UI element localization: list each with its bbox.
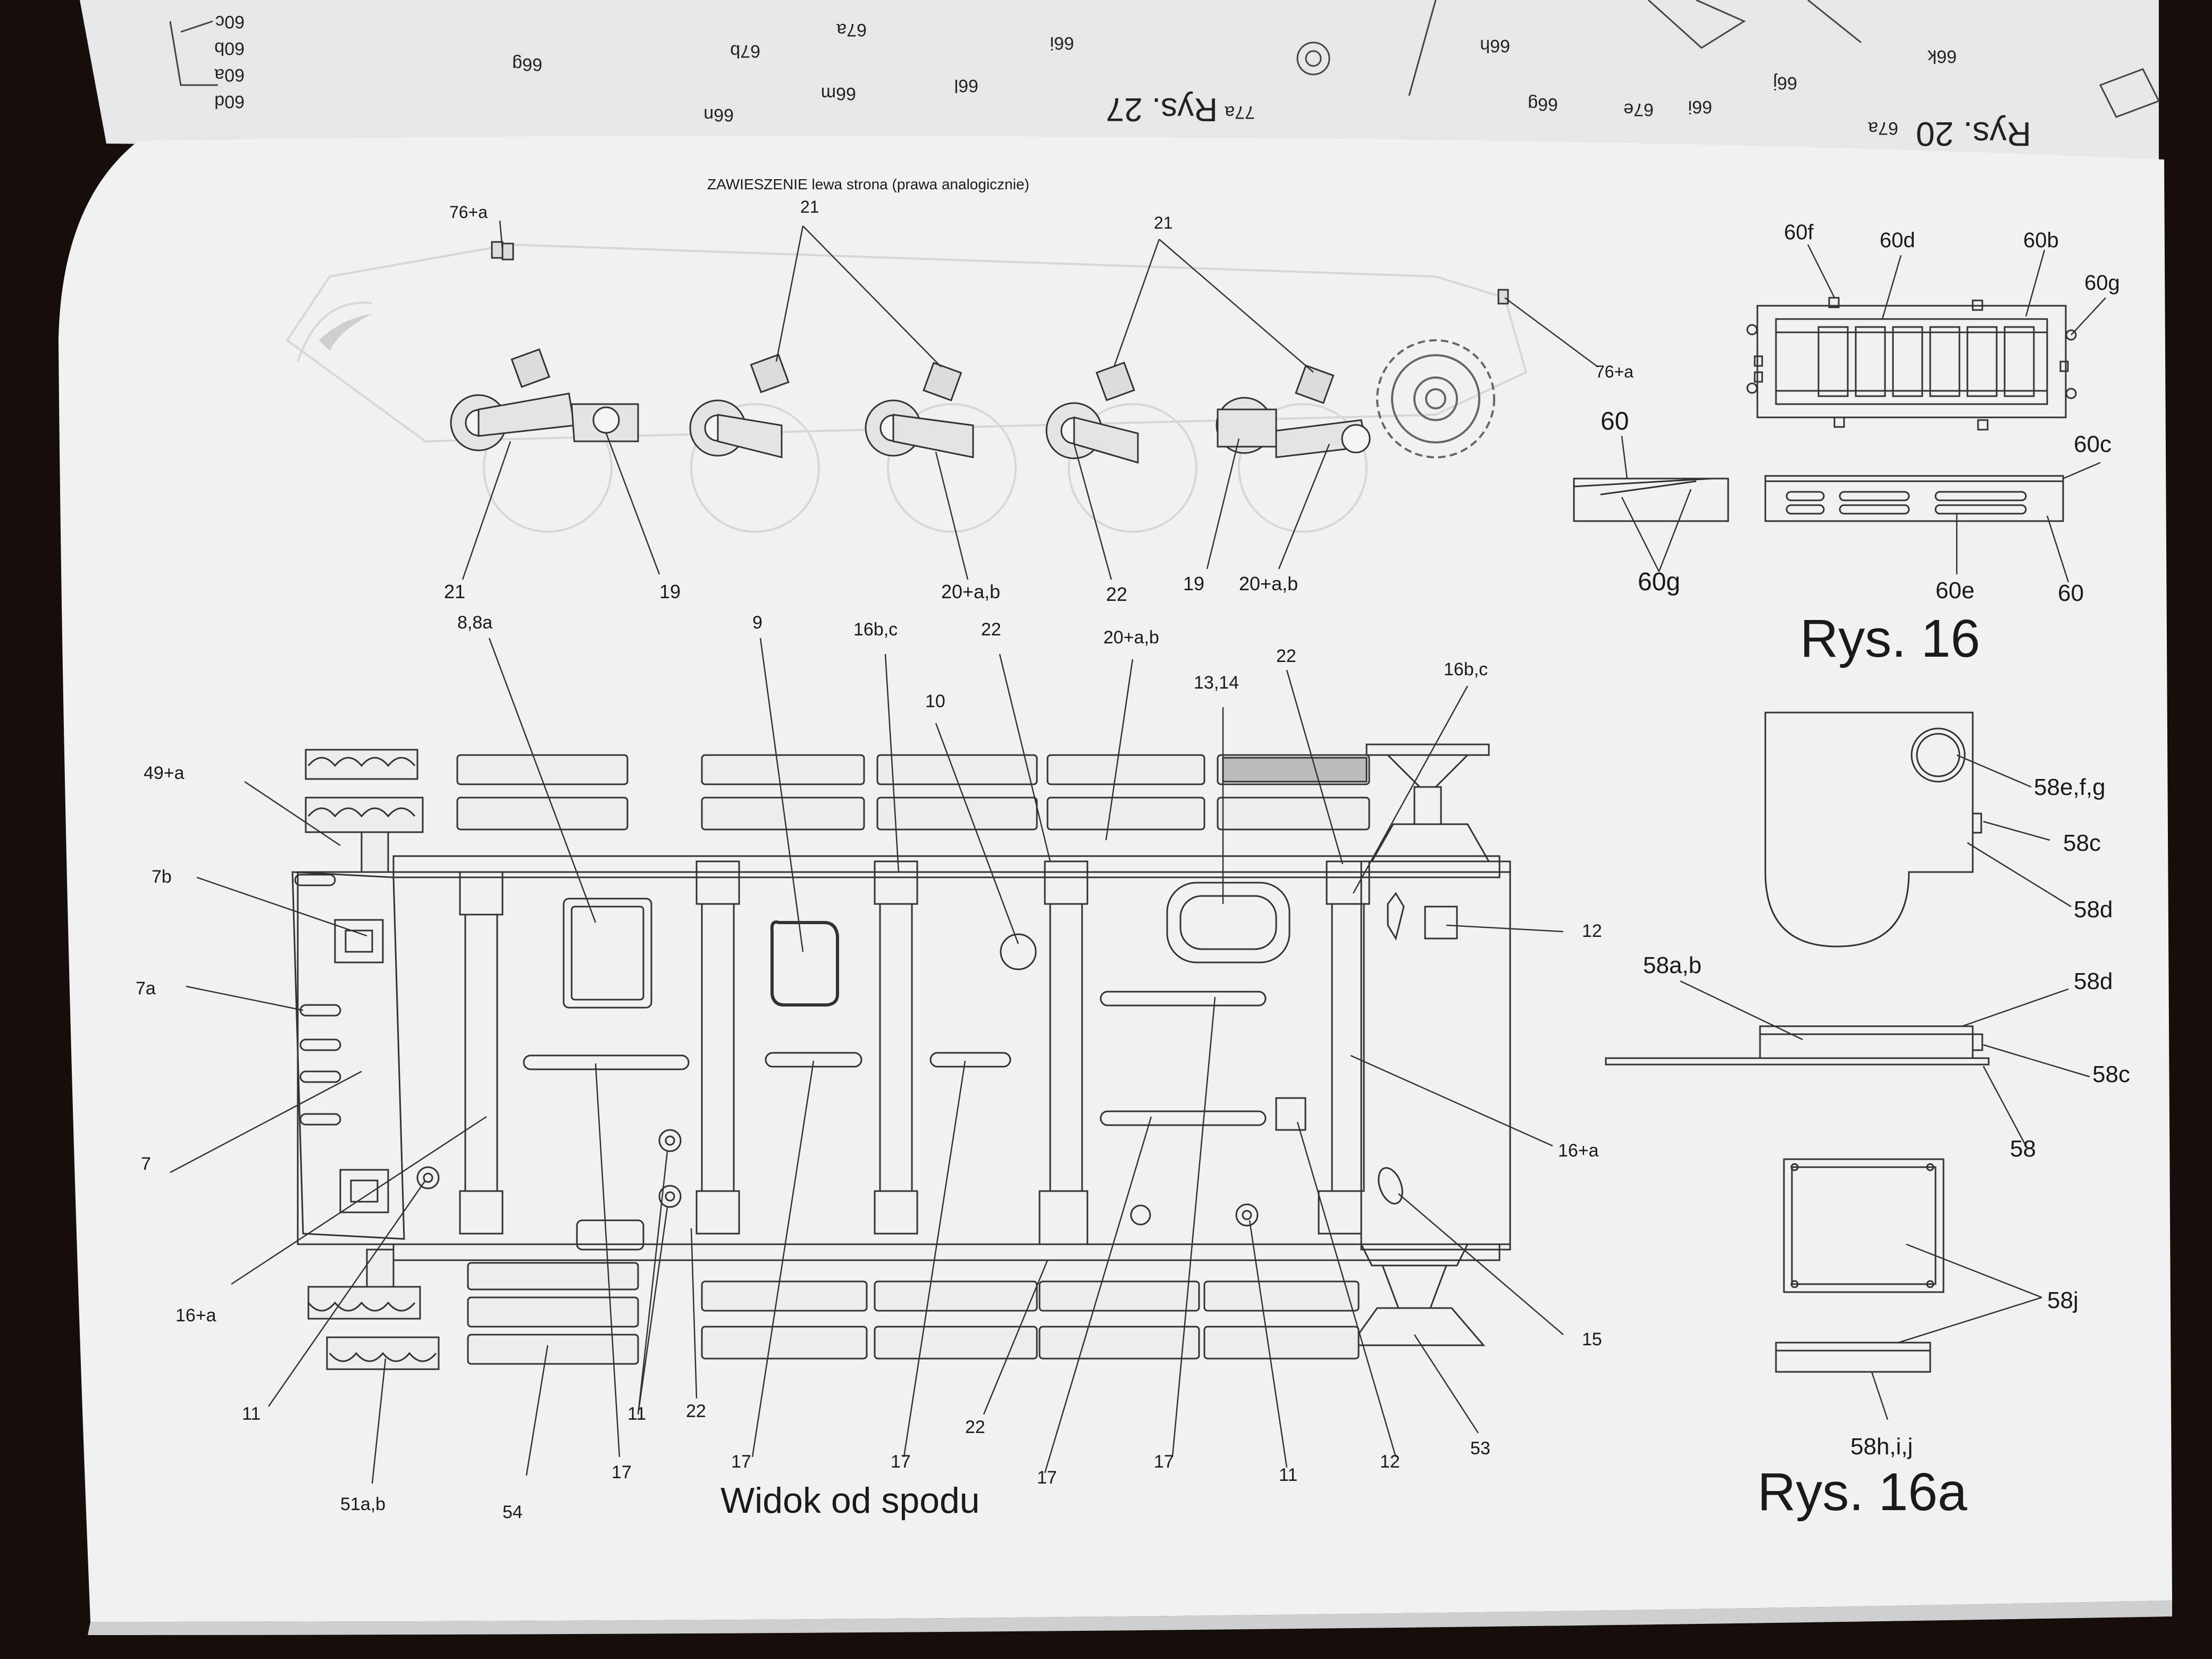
top-label: 67a — [836, 20, 867, 40]
label-16bc: 16b,c — [1444, 659, 1488, 680]
spring-blocks — [491, 241, 1509, 404]
label-51ab: 51a,b — [340, 1494, 386, 1514]
label-19: 19 — [1183, 573, 1204, 594]
top-label: 77a — [1225, 102, 1255, 122]
label-7b: 7b — [152, 867, 172, 887]
top-label: 66n — [703, 105, 734, 125]
drive-sprocket — [1376, 339, 1495, 458]
top-label: 66l — [954, 76, 978, 96]
label-17: 17 — [1154, 1452, 1174, 1472]
label-53: 53 — [1470, 1438, 1490, 1459]
top-label: 60b — [214, 38, 245, 58]
label-7a: 7a — [136, 978, 156, 999]
label-21: 21 — [800, 197, 819, 216]
top-figure-title: Rys. 27 — [1106, 91, 1218, 128]
label-22: 22 — [686, 1401, 706, 1421]
label-17: 17 — [1037, 1468, 1057, 1488]
label-15: 15 — [1582, 1329, 1602, 1350]
photo-timestamp: 2022/11/03 18:17 — [984, 1546, 1205, 1578]
label-76a: 76+a — [1595, 362, 1633, 381]
top-label: 60a — [214, 65, 245, 85]
label-60g: 60g — [1638, 568, 1680, 596]
label-16bc: 16b,c — [853, 619, 898, 640]
label-17: 17 — [611, 1462, 632, 1482]
label-22: 22 — [1276, 646, 1296, 666]
label-60f: 60f — [1784, 221, 1814, 244]
label-17: 17 — [891, 1452, 911, 1472]
top-page-content: 60d 60a 60b 60c 66g 67b 67a 66m 66n 66i … — [169, 0, 2160, 153]
top-label: 66g — [512, 54, 542, 74]
label-60c: 60c — [2074, 431, 2112, 457]
label-19: 19 — [659, 581, 681, 602]
rys-16-title: Rys. 16 — [1800, 609, 1980, 668]
label-49a: 49+a — [144, 763, 185, 783]
top-label: 66j — [1773, 73, 1797, 93]
top-label: 66h — [1480, 36, 1510, 56]
top-label: 60c — [215, 12, 245, 32]
figure-rys-16: 60f 60d 60b 60g 60 60c 60g 60e 60 Rys. 1… — [1573, 221, 2120, 668]
label-76a: 76+a — [449, 203, 488, 222]
label-58hij: 58h,i,j — [1850, 1434, 1913, 1460]
label-10: 10 — [925, 691, 945, 711]
suspension-title: ZAWIESZENIE lewa strona (prawa analogicz… — [707, 176, 1029, 192]
label-22: 22 — [965, 1417, 985, 1437]
label-11: 11 — [242, 1404, 261, 1424]
suspension-arms — [450, 392, 1371, 464]
label-58efg: 58e,f,g — [2034, 774, 2106, 800]
label-22: 22 — [1106, 583, 1127, 605]
label-58c: 58c — [2092, 1061, 2130, 1087]
top-label: 67a — [1868, 118, 1898, 138]
top-label: 67e — [1623, 99, 1654, 120]
label-8-8a: 8,8a — [457, 613, 492, 633]
label-7: 7 — [141, 1154, 151, 1174]
label-21: 21 — [1154, 213, 1173, 232]
label-60: 60 — [2058, 580, 2084, 606]
suspension-diagram: ZAWIESZENIE lewa strona (prawa analogicz… — [286, 176, 1633, 605]
label-21: 21 — [444, 581, 465, 602]
bottom-view-caption: Widok od spodu — [720, 1480, 980, 1521]
label-16a: 16+a — [175, 1305, 216, 1326]
label-60e: 60e — [1936, 577, 1974, 604]
label-58c: 58c — [2063, 830, 2101, 856]
top-label: 66g — [1528, 94, 1558, 114]
label-12: 12 — [1582, 921, 1602, 941]
top-label: 60d — [214, 91, 245, 112]
label-58j: 58j — [2047, 1287, 2079, 1313]
label-58d: 58d — [2074, 896, 2113, 923]
label-13-14: 13,14 — [1194, 673, 1239, 693]
label-12: 12 — [1380, 1452, 1400, 1472]
figure-rys-16a: 58e,f,g 58c 58d 58a,b 58d 58c 58 58j 58h… — [1605, 711, 2130, 1522]
label-60d: 60d — [1880, 229, 1915, 252]
top-label: 66m — [821, 83, 856, 104]
top-label: 66i — [1688, 97, 1712, 117]
label-58: 58 — [2010, 1136, 2036, 1162]
top-label: 66i — [1050, 33, 1074, 53]
top-page — [80, 0, 2159, 175]
label-60g: 60g — [2084, 271, 2120, 295]
label-11: 11 — [1279, 1465, 1297, 1485]
label-9: 9 — [752, 613, 763, 633]
road-wheels — [305, 749, 1370, 1370]
bottom-view-diagram: 8,8a 9 16b,c 22 20+a,b 10 13,14 22 16b,c… — [136, 613, 1602, 1522]
label-60b: 60b — [2023, 229, 2059, 252]
label-20ab: 20+a,b — [1103, 627, 1159, 648]
label-60: 60 — [1601, 407, 1629, 435]
label-20ab: 20+a,b — [941, 581, 1000, 602]
label-20ab: 20+a,b — [1239, 573, 1298, 594]
label-54: 54 — [502, 1502, 523, 1522]
top-label: 67b — [730, 41, 760, 61]
label-17: 17 — [731, 1452, 751, 1472]
label-58d: 58d — [2074, 968, 2113, 994]
label-58ab: 58a,b — [1643, 952, 1702, 978]
top-label: 66k — [1927, 46, 1957, 66]
label-16a: 16+a — [1558, 1141, 1599, 1161]
rys-16a-title: Rys. 16a — [1757, 1462, 1967, 1522]
label-22: 22 — [981, 619, 1001, 640]
label-11: 11 — [627, 1404, 646, 1424]
top-figure-title: Rys. 20 — [1916, 115, 2031, 153]
